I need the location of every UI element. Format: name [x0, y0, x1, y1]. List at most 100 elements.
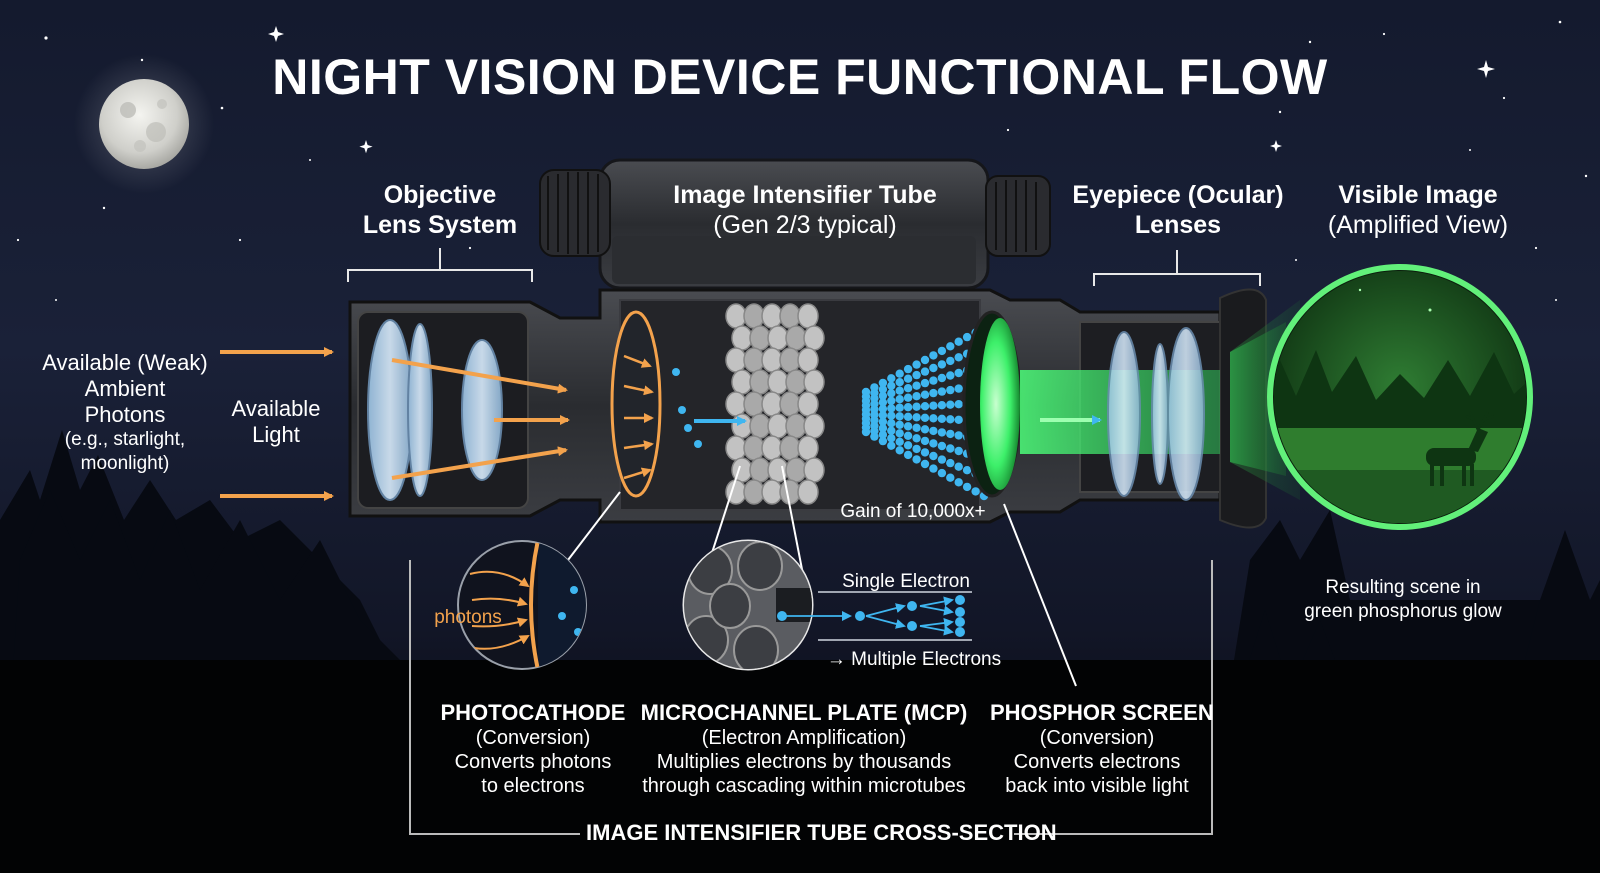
electron-dot [954, 446, 963, 456]
electron-dot [954, 431, 963, 440]
electron-dot [946, 342, 955, 351]
electron-dot [861, 427, 871, 437]
available-light-line-2: Light [252, 422, 300, 447]
electron-dot [920, 413, 930, 422]
cross-section-label: IMAGE INTENSIFIER TUBE CROSS-SECTION [586, 820, 1057, 845]
electron-dot [878, 398, 888, 407]
electron-dot [920, 367, 930, 376]
eyepiece-line-2: Lenses [1134, 211, 1222, 239]
photocathode-desc-2: to electrons [481, 775, 585, 797]
tube-line-1: Image Intensifier Tube [673, 181, 937, 209]
mcp-tube [779, 303, 801, 329]
electron-dot [895, 429, 904, 438]
electron-dot [895, 386, 904, 395]
electron-dot [887, 426, 896, 435]
electron-dot [954, 478, 963, 487]
mcp-plate [725, 303, 825, 505]
mcp-tube [725, 303, 747, 329]
electron-dot [912, 434, 921, 443]
electron-dot [912, 455, 921, 464]
electron-dot [870, 432, 879, 441]
electron-dot [954, 353, 963, 362]
ambient-photons-label: Available (Weak) Ambient Photons (e.g., … [20, 350, 230, 476]
electron-dot [878, 385, 888, 394]
electron-dot [895, 395, 904, 404]
electron-dot [903, 450, 913, 460]
electron-dot [937, 455, 947, 464]
electron-dot [903, 384, 913, 393]
mcp-tube [725, 391, 747, 417]
electron-dot [903, 422, 913, 431]
electron-dot [903, 364, 913, 374]
electron-dot [895, 412, 904, 421]
electron-dot [929, 401, 938, 410]
electron-dot [878, 430, 888, 439]
electron-dot [912, 423, 921, 432]
objective-lens-heading: Objective Lens System [330, 180, 550, 240]
mcp-tube [797, 303, 819, 329]
electron-dot [887, 441, 896, 450]
electron-dot [946, 400, 955, 409]
phosphor-name: PHOSPHOR SCREEN [990, 700, 1214, 725]
mcp-tube [749, 325, 771, 351]
electron-dot [878, 424, 888, 433]
mcp-tube [785, 413, 807, 439]
available-light-label: Available Light [216, 396, 336, 448]
electron-dot [920, 402, 930, 411]
electron-dot [920, 459, 930, 469]
result-line-2: green phosphorus glow [1304, 601, 1502, 622]
mcp-tube [779, 435, 801, 461]
mcp-tube [743, 303, 765, 329]
cross-section-frame [409, 560, 1213, 835]
mcp-tube [761, 435, 783, 461]
mcp-tube [761, 303, 783, 329]
electron-dot [929, 439, 938, 448]
single-electron-label: Single Electron [842, 571, 970, 592]
mcp-tube [749, 413, 771, 439]
mcp-tube [785, 325, 807, 351]
electron-dot [954, 337, 963, 346]
electron-dot [954, 462, 963, 471]
photocathode-desc-1: Converts photons [454, 751, 612, 773]
electron-dot [920, 390, 930, 399]
mcp-tube [725, 347, 747, 373]
electron-dot [946, 385, 955, 395]
electron-dot [903, 441, 913, 450]
electron-dot [912, 392, 921, 401]
electron-dot [895, 378, 904, 387]
electron-dot [903, 374, 913, 383]
electron-dot [946, 458, 955, 468]
electron-dot [929, 363, 938, 373]
mcp-channel-inset [682, 539, 814, 671]
ambient-line-1: Available (Weak) [42, 350, 208, 375]
electron-dot [912, 413, 921, 422]
photocathode-description: PHOTOCATHODE (Conversion) Converts photo… [420, 700, 646, 798]
photocathode-plate [610, 310, 662, 498]
electron-dot [946, 429, 955, 439]
phosphor-desc-2: back into visible light [1005, 775, 1189, 797]
electron-dot [920, 355, 930, 365]
electron-dot [954, 400, 963, 409]
electron-dot [946, 356, 955, 366]
electron-dot [903, 431, 913, 440]
electron-dot [962, 466, 972, 475]
visible-line-2: (Amplified View) [1327, 211, 1509, 239]
eyepiece-lenses [1107, 327, 1205, 501]
objective-bracket [347, 248, 533, 282]
electron-dot [895, 420, 904, 429]
mcp-tube [731, 325, 753, 351]
electron-dot [878, 378, 888, 388]
mcp-desc-1: Multiplies electrons by thousands [656, 751, 952, 773]
intensifier-tube-heading: Image Intensifier Tube (Gen 2/3 typical) [640, 180, 970, 240]
mcp-tube [803, 325, 825, 351]
electron-dot [887, 404, 896, 413]
mcp-tube [731, 369, 753, 395]
visible-image-heading: Visible Image (Amplified View) [1320, 180, 1516, 240]
mcp-tube [803, 413, 825, 439]
electron-cascade [784, 591, 972, 641]
mcp-role: (Electron Amplification) [701, 727, 907, 749]
electron-dot [912, 381, 921, 390]
mcp-tube [725, 435, 747, 461]
mcp-description: MICROCHANNEL PLATE (MCP) (Electron Ampli… [636, 700, 972, 798]
